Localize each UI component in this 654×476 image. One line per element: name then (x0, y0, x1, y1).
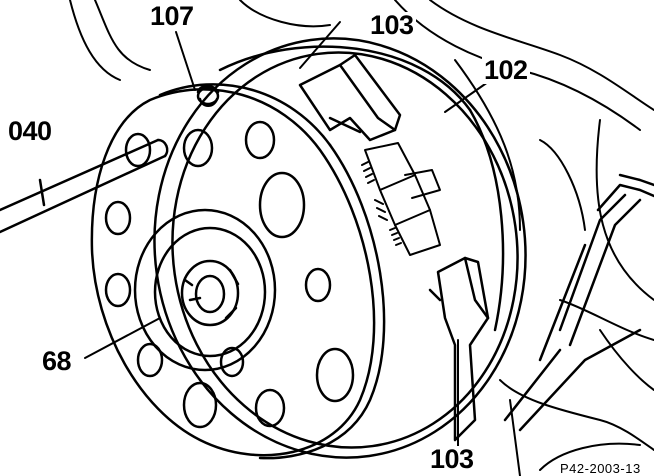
label-hub: 68 (40, 346, 74, 376)
flange-holes (104, 120, 355, 429)
label-spring-clip: 107 (148, 1, 196, 31)
brake-shoe-upper (298, 53, 402, 142)
reference-code: P42-2003-13 (560, 461, 641, 476)
adjuster-mechanism (361, 142, 441, 256)
tool-rod (0, 138, 169, 234)
axle-boot (503, 173, 654, 432)
brake-shoe-lower (428, 256, 490, 442)
spring-clip (196, 84, 220, 107)
hub-center (133, 208, 277, 372)
housing-outline (69, 0, 654, 476)
hub-flange (90, 83, 386, 460)
label-brake-shoe-bottom: 103 (428, 444, 476, 474)
label-brake-shoe-top: 103 (368, 10, 416, 40)
label-tool: 040 (6, 116, 54, 146)
label-backing-plate: 102 (482, 55, 530, 85)
leader-lines (84, 21, 489, 453)
